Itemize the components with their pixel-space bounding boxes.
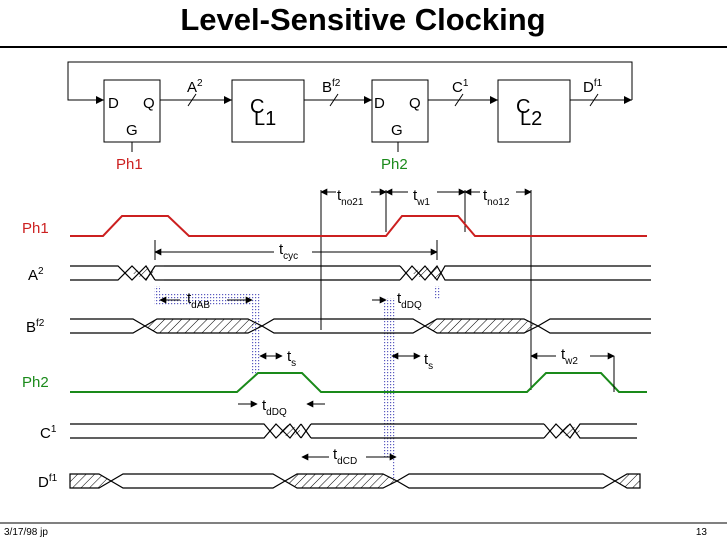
latch2-g-label: G — [391, 122, 403, 139]
block-arrowheads — [96, 96, 632, 104]
bf2-waveform — [70, 318, 651, 334]
latch2-box — [371, 79, 429, 143]
ph1-waveform — [70, 215, 647, 237]
latch1-q-label: Q — [143, 95, 155, 112]
signal-label-bf2: Bf2 — [26, 318, 45, 336]
logic1-box — [231, 79, 305, 143]
signal-label-c1: C1 — [40, 424, 57, 442]
footer-date: 3/17/98 jp — [4, 527, 48, 538]
label-ts-1: ts — [287, 348, 296, 369]
block-diagram — [67, 61, 633, 152]
logic2-label-sub: L2 — [520, 108, 542, 130]
label-tdab: tdAB — [187, 290, 210, 311]
latch2-clock-label: Ph2 — [381, 156, 408, 173]
latch1-d-label: D — [108, 95, 119, 112]
wire-a-label: A2 — [187, 78, 203, 96]
a2-waveform — [70, 264, 651, 282]
label-tw2: tw2 — [561, 346, 578, 367]
reference-lines — [154, 190, 532, 390]
ph2-waveform — [70, 372, 647, 393]
signal-label-ph1: Ph1 — [22, 220, 49, 237]
label-ts-2: ts — [424, 351, 433, 372]
logic2-box — [497, 79, 571, 143]
signal-label-a2: A2 — [28, 266, 44, 284]
latch2-d-label: D — [374, 95, 385, 112]
c1-waveform — [70, 423, 637, 439]
wire-b-label: Bf2 — [322, 78, 341, 96]
logic1-label-main: C — [250, 96, 264, 118]
df1-waveform — [69, 473, 641, 489]
latch1-g-label: G — [126, 122, 138, 139]
label-tdcd: tdCD — [333, 446, 357, 467]
footer-page-number: 13 — [696, 527, 708, 538]
signal-label-df1: Df1 — [38, 473, 58, 491]
logic2-label-main: C — [516, 96, 530, 118]
label-tcyc: tcyc — [279, 241, 298, 262]
timing-markers — [154, 286, 440, 478]
label-tw1: tw1 — [413, 187, 430, 208]
wire-c-label: C1 — [452, 78, 469, 96]
label-tddq-1: tdDQ — [397, 290, 422, 311]
latch1-clock-label: Ph1 — [116, 156, 143, 173]
wire-d-label: Df1 — [583, 78, 603, 96]
page-title: Level-Sensitive Clocking — [180, 2, 545, 37]
logic1-label-sub: L1 — [254, 108, 276, 130]
label-tno21: tno21 — [337, 187, 364, 208]
signal-label-ph2: Ph2 — [22, 374, 49, 391]
latch2-q-label: Q — [409, 95, 421, 112]
label-tddq-2: tdDQ — [262, 397, 287, 418]
label-tno12: tno12 — [483, 187, 510, 208]
timing-arrows — [154, 188, 615, 461]
